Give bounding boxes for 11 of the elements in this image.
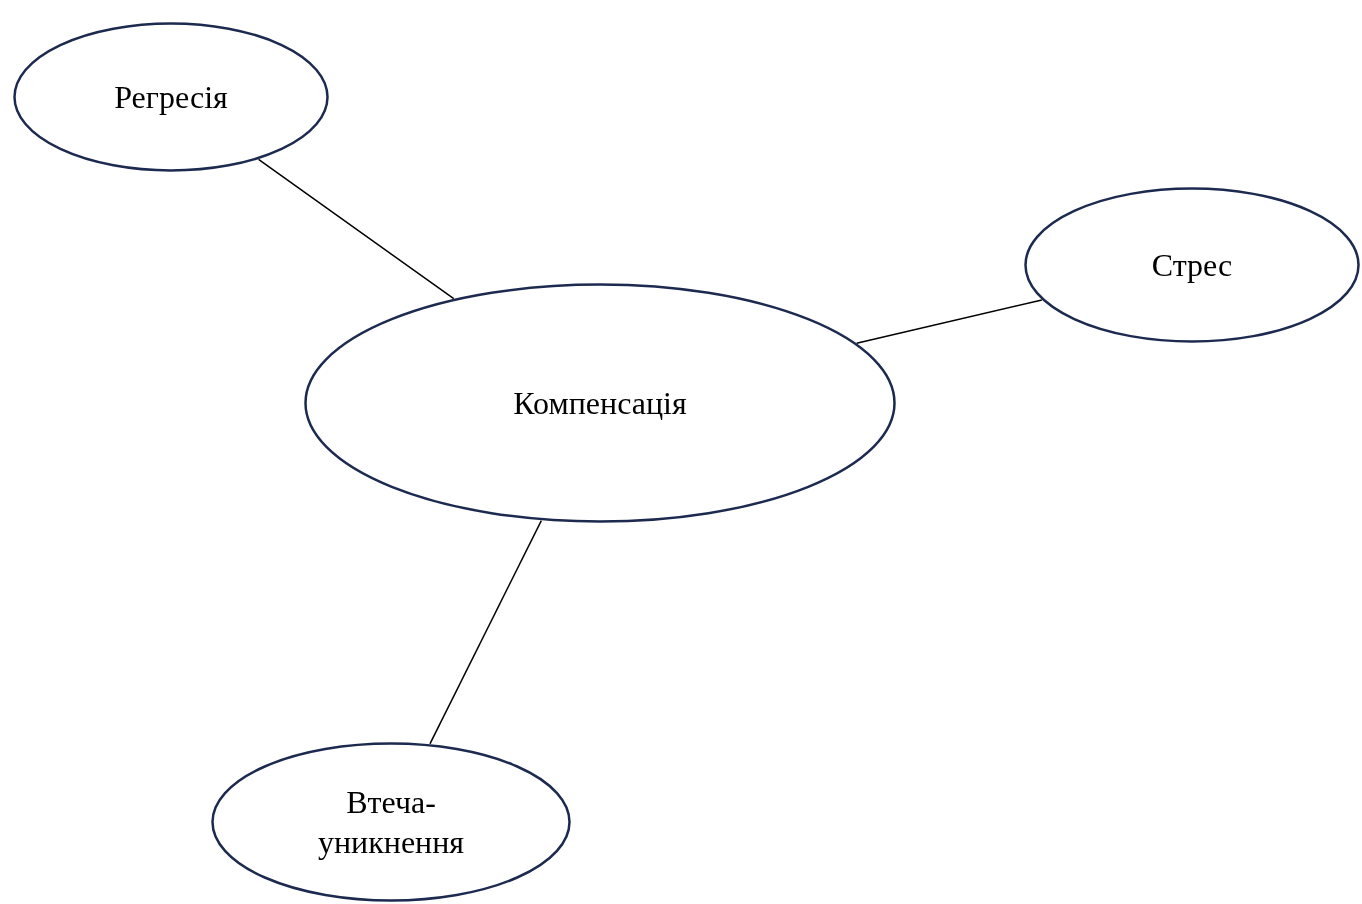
ellipse-node xyxy=(304,283,896,523)
connector-line xyxy=(429,519,543,745)
node-label: Регресія xyxy=(113,78,229,117)
ellipse-node xyxy=(1024,187,1360,343)
node-label: Стрес xyxy=(1150,246,1234,285)
node-label: Компенсація xyxy=(512,384,688,423)
ellipse-node xyxy=(13,22,329,172)
connector-line xyxy=(855,299,1043,344)
connector-line xyxy=(257,158,455,300)
ellipse-node xyxy=(211,742,571,902)
node-label: Втеча- уникнення xyxy=(316,783,466,862)
